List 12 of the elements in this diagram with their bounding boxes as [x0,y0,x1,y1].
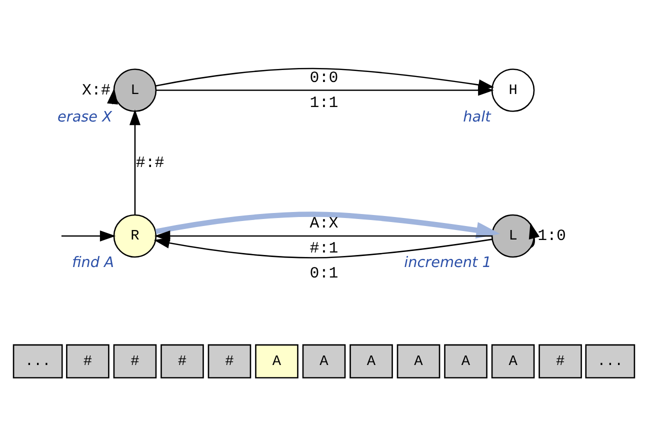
edge-label: #:1 [310,239,338,258]
node-label: increment 1 [404,254,492,271]
edge-label: 0:1 [310,264,338,282]
edge-label: A:X [310,214,338,232]
edge-label: 1:0 [538,226,566,245]
edge-label: 0:0 [310,68,338,86]
node-label: erase X [58,109,112,126]
node-label: halt [463,109,491,126]
edge-label: 1:1 [310,93,338,112]
edge-label: #:# [136,154,164,172]
edge-label: X:# [82,80,110,99]
node-label: find A [72,254,114,271]
